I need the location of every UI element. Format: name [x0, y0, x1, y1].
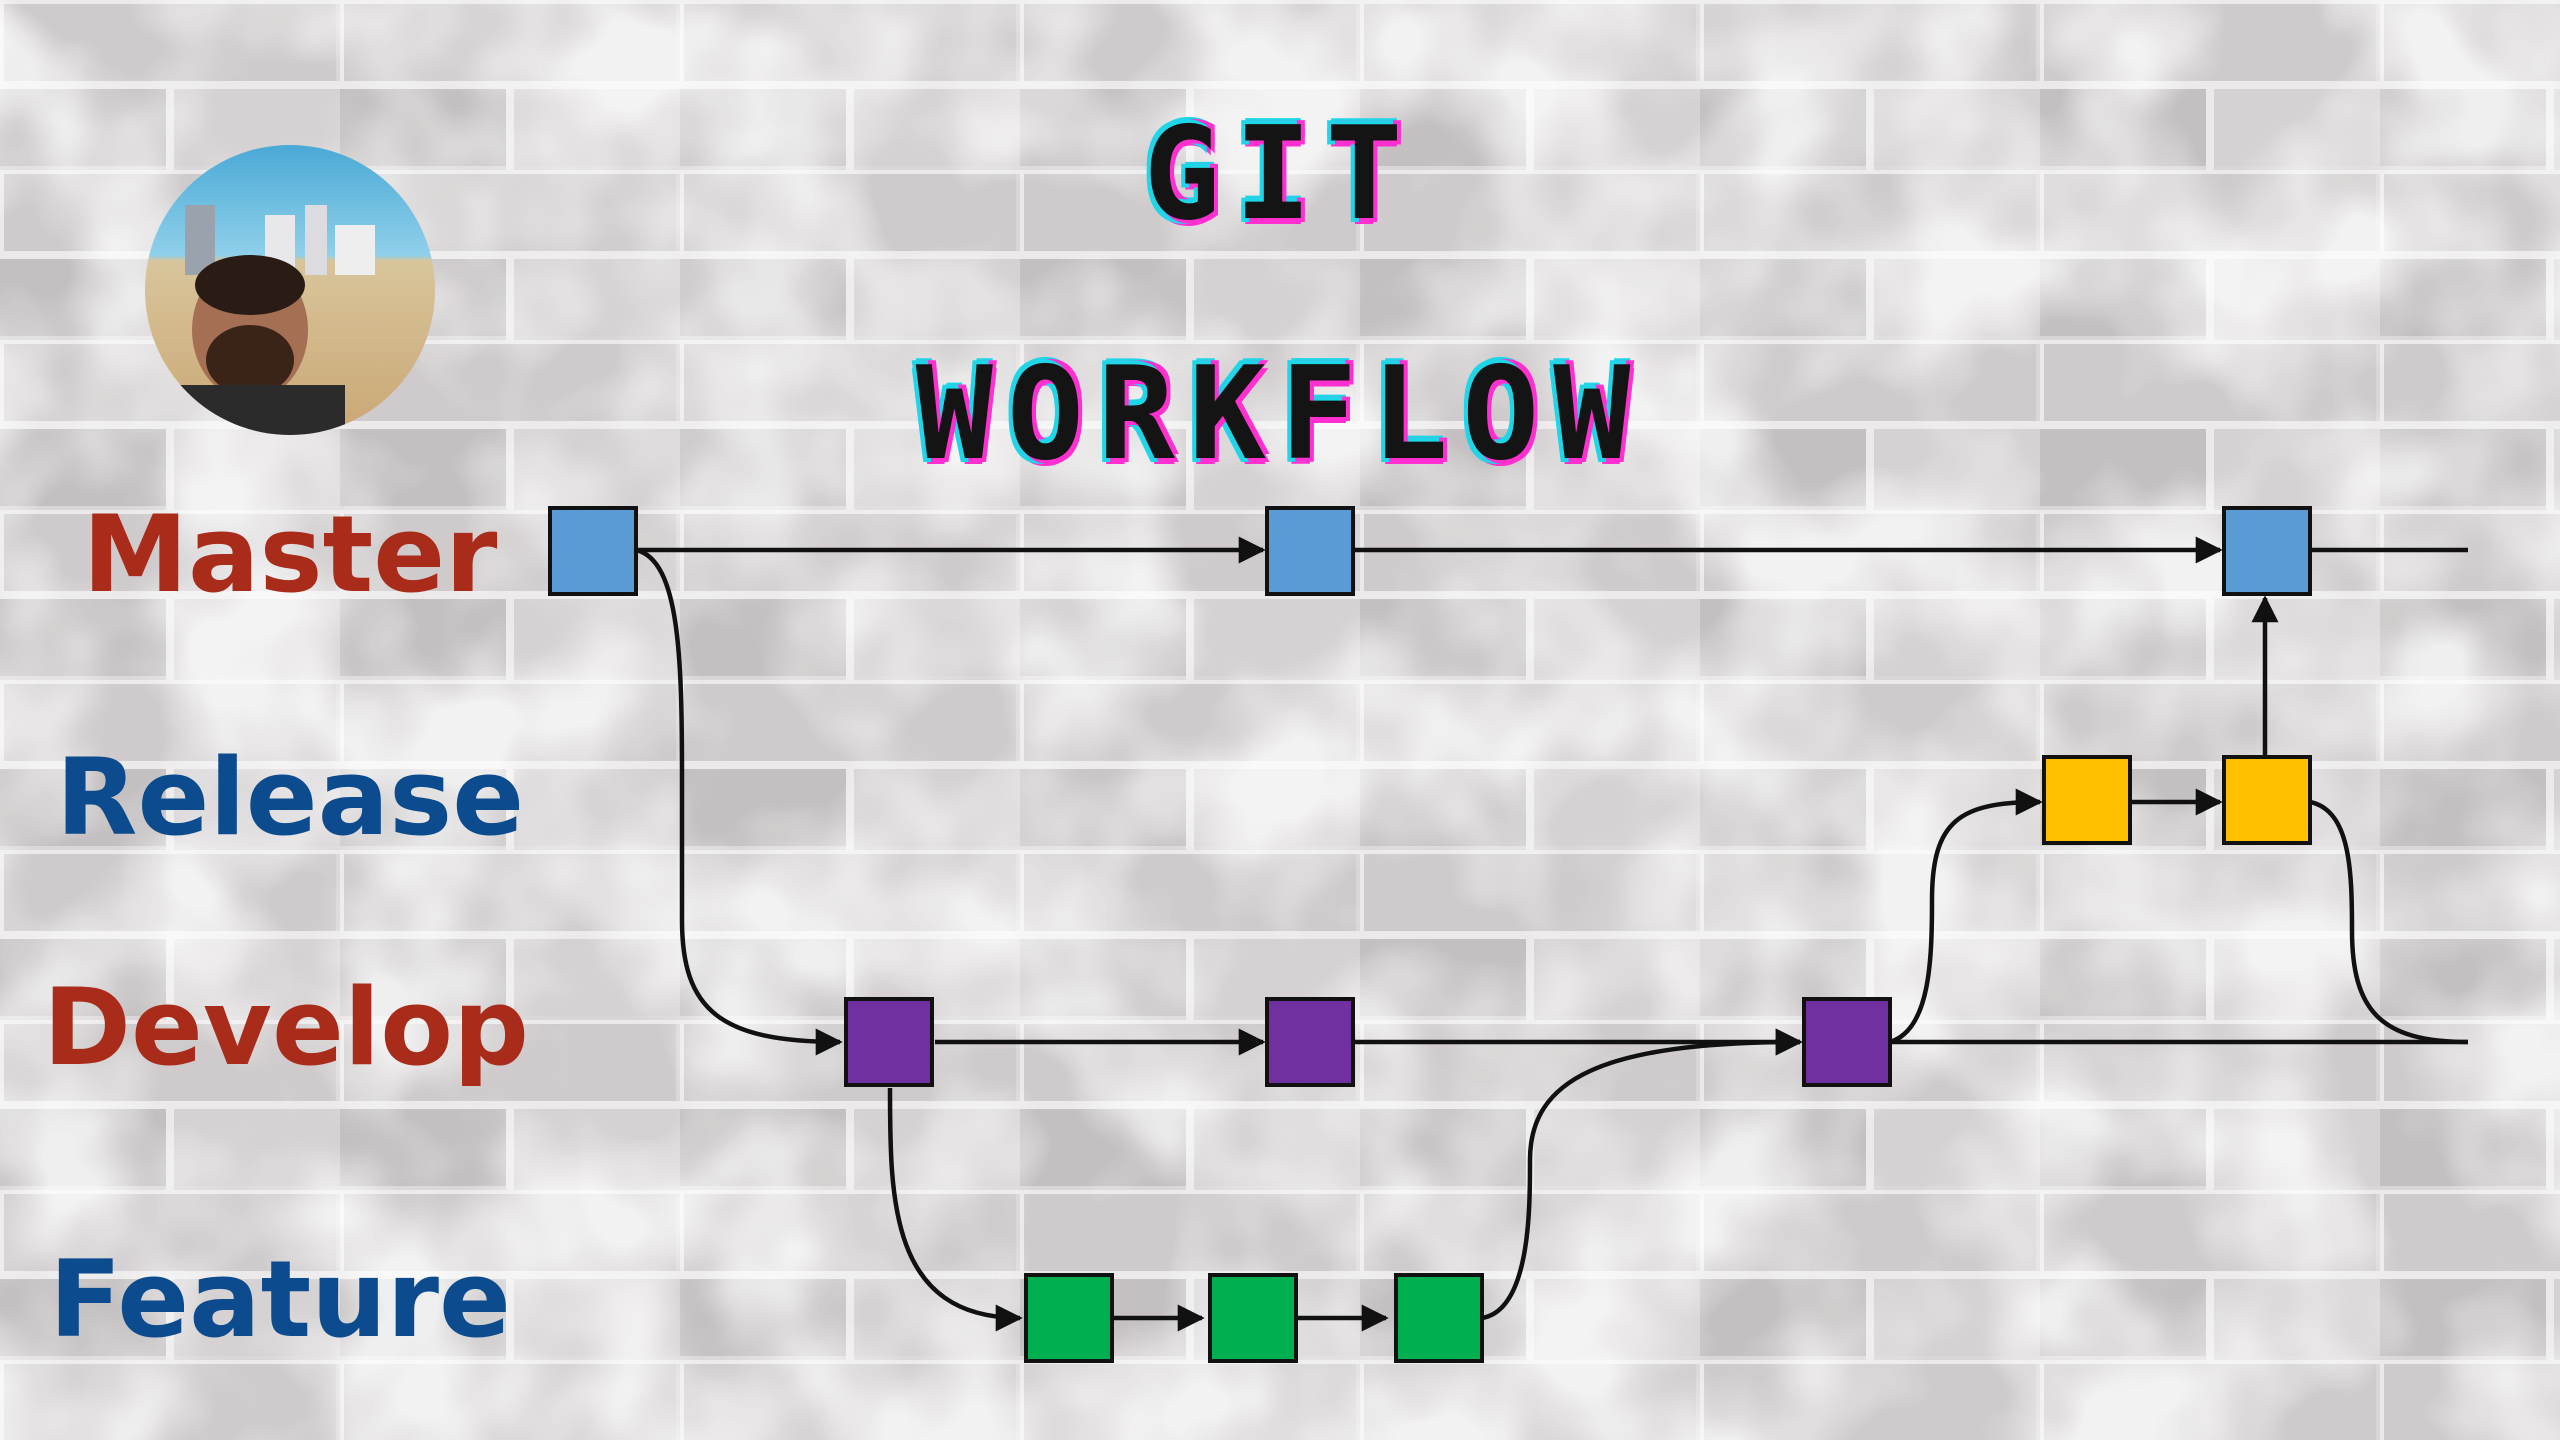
lane-label-master: Master — [82, 493, 498, 616]
title-line-2: WORKFLOW — [915, 340, 1645, 489]
develop-commit — [1802, 997, 1892, 1087]
master-to-develop-connector — [635, 547, 843, 1056]
develop-commit — [1265, 997, 1355, 1087]
lane-label-feature: Feature — [49, 1238, 511, 1361]
feature-to-develop-connector — [1481, 1028, 1803, 1321]
lane-label-develop: Develop — [43, 966, 529, 1089]
release-commit — [2222, 755, 2312, 845]
feature-commit — [1208, 1273, 1298, 1363]
release-commit — [2042, 755, 2132, 845]
feature-commit — [1394, 1273, 1484, 1363]
master-commit — [2222, 506, 2312, 596]
release-to-develop-connector — [2309, 799, 2469, 1045]
profile-photo-icon — [165, 205, 375, 435]
feature-commit — [1024, 1273, 1114, 1363]
master-commit — [548, 506, 638, 596]
master-commit — [1265, 506, 1355, 596]
develop-to-feature-connector — [887, 1087, 1023, 1332]
lane-label-release: Release — [55, 736, 525, 859]
develop-commit — [844, 997, 934, 1087]
avatar — [145, 145, 435, 435]
develop-to-release-connector — [1889, 788, 2043, 1045]
title-line-1: GIT — [1143, 100, 1417, 249]
